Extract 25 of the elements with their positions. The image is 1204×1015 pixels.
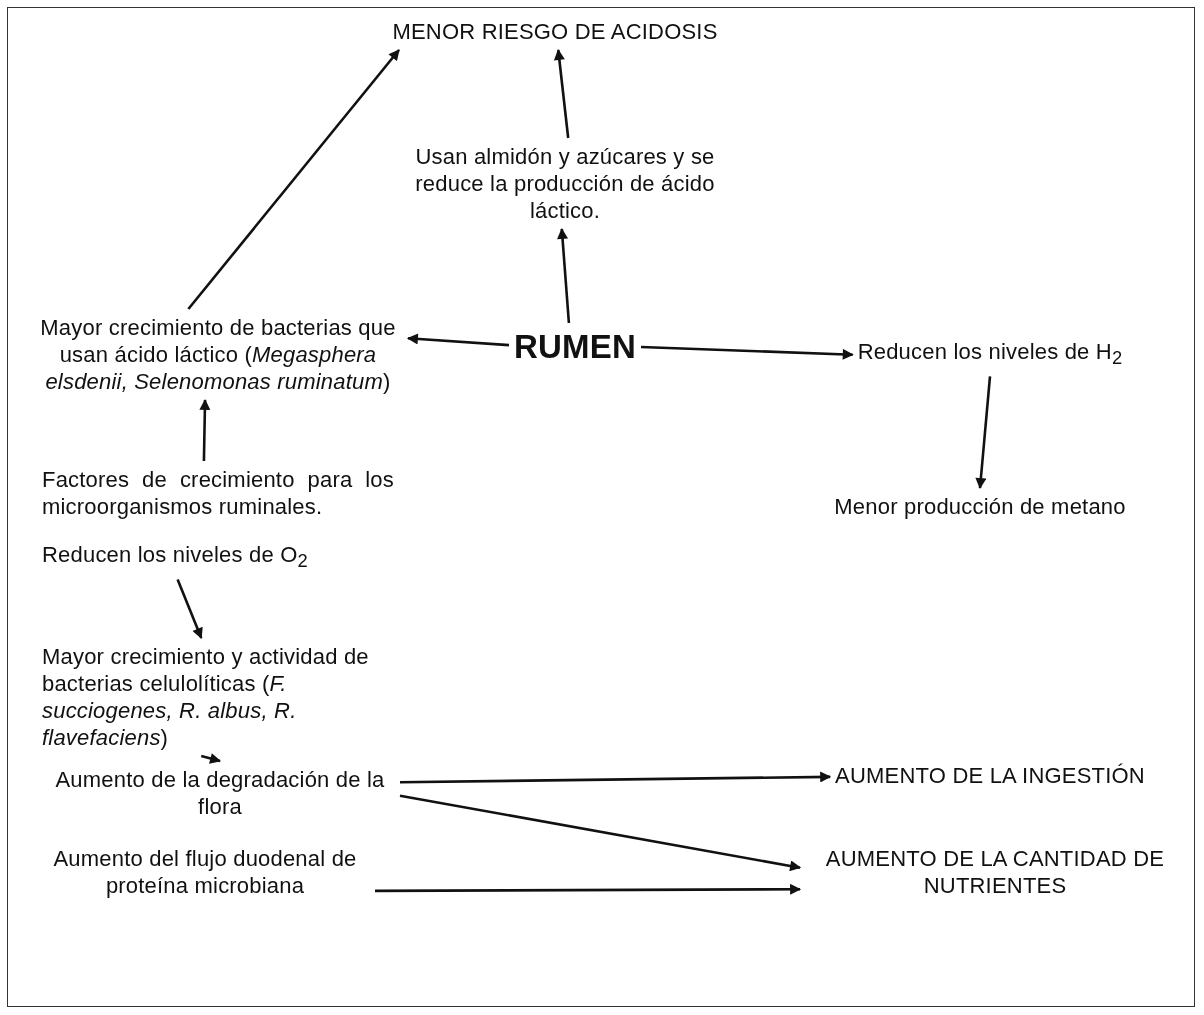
arrow [200, 753, 222, 764]
flow-text: Mayor crecimiento y actividad de bacterias celulolíticas (F. succiogenes, R. albus, R. flavefaciens) [42, 643, 370, 751]
arrow [975, 376, 992, 490]
flow-text: Reducen los niveles de H$_{2}$ [857, 338, 1123, 371]
arrow [187, 49, 400, 310]
flow-text: AUMENTO DE LA CANTIDAD DE NUTRIENTES [824, 845, 1166, 899]
arrow [399, 794, 802, 872]
flow-text: AUMENTO DE LA INGESTIÓN [835, 762, 1145, 789]
flow-text: Reducen los niveles de O$_{2}$ [42, 541, 308, 574]
flow-text: Mayor crecimiento de bacterias que usan ácido láctico (Megasphera elsdenii, Selenomonas ruminatum) [39, 314, 397, 395]
flow-text: Factores de crecimiento para los microorganismos ruminales. [42, 466, 394, 520]
arrow [406, 333, 510, 347]
flow-text: Menor producción de metano [834, 493, 1126, 520]
arrow [553, 48, 570, 139]
flow-text: Aumento del flujo duodenal de proteína microbiana [52, 845, 358, 899]
arrow [176, 578, 203, 639]
center-label: RUMEN [514, 328, 636, 366]
arrow [375, 883, 802, 895]
arrow [400, 771, 832, 784]
arrow [557, 227, 571, 324]
flow-text: Aumento de la degradación de la flora [54, 766, 386, 820]
flow-text: MENOR RIESGO DE ACIDOSIS [392, 18, 718, 45]
flow-text: Usan almidón y azúcares y se reduce la producción de ácido láctico. [414, 143, 716, 224]
arrow [640, 345, 854, 360]
arrow [199, 398, 211, 462]
